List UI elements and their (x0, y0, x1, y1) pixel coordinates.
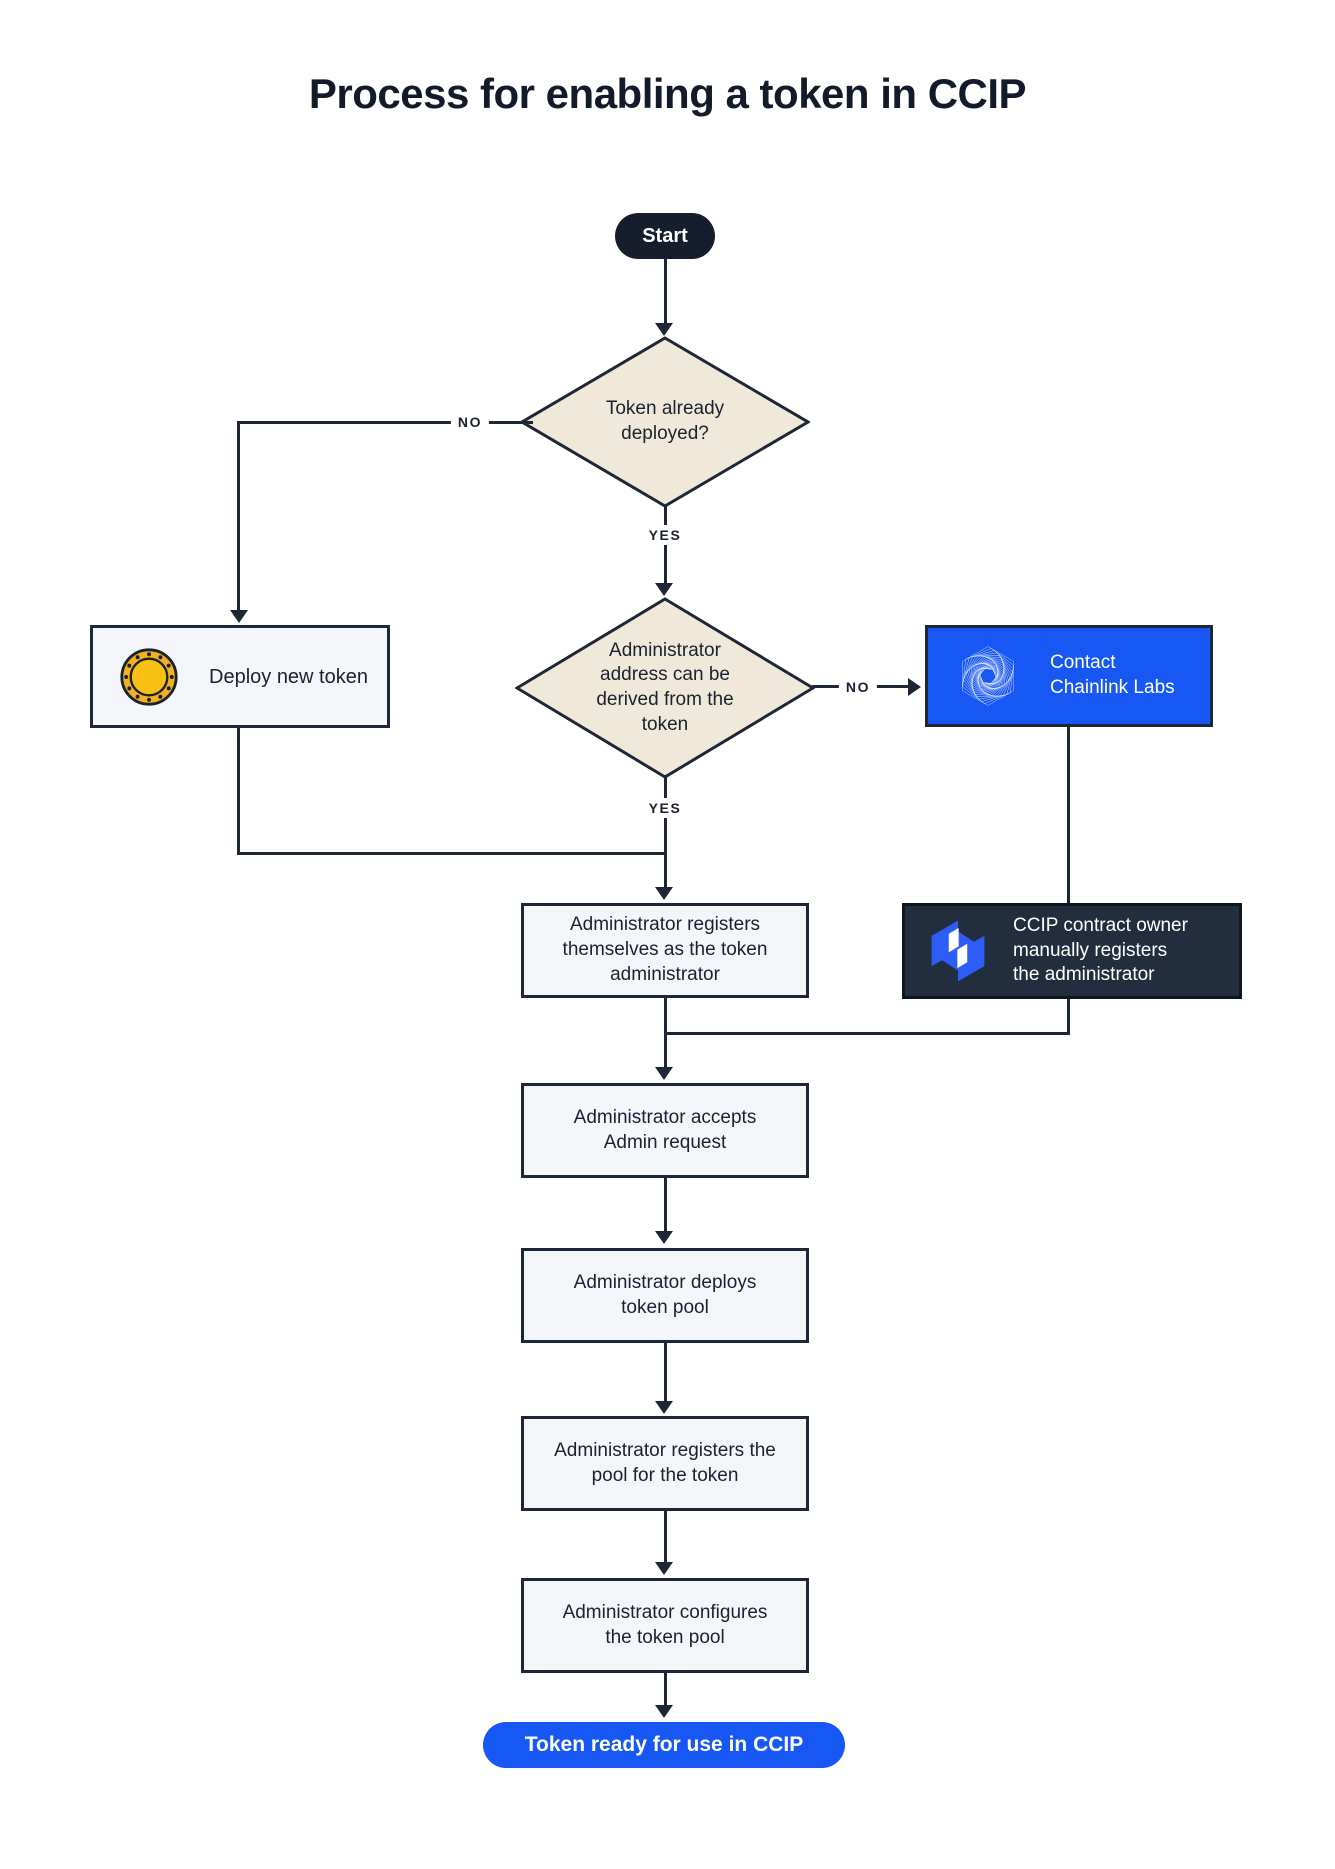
edge-deploy-down (237, 728, 240, 854)
admin-deploys-pool-label: Administrator deploys token pool (573, 1271, 757, 1318)
decision-token-deployed: Token already deployed? (520, 336, 810, 508)
admin-registers-pool-label: Administrator registers the pool for the… (554, 1439, 776, 1486)
deploy-new-token-label: Deploy new token (209, 665, 368, 688)
end-node: Token ready for use in CCIP (483, 1722, 845, 1768)
edge-decision1-yes (663, 506, 667, 584)
edge-deploy-join-main (237, 851, 666, 855)
edge-start-to-decision1 (663, 259, 667, 325)
ccip-logo (931, 920, 985, 982)
chainlink-labs-logo (962, 646, 1014, 706)
edge-decision2-yes (663, 775, 667, 888)
decision-token-deployed-label: Token already deployed? (605, 398, 725, 444)
arrowhead-decision2 (655, 583, 673, 596)
admin-registers-node: Administrator registers themselves as th… (521, 903, 809, 998)
page-title: Process for enabling a token in CCIP (308, 70, 1027, 117)
admin-deploys-pool-node: Administrator deploys token pool (521, 1248, 809, 1343)
arrowhead-contact-box (908, 677, 921, 696)
ccip-owner-registers-node: CCIP contract owner manually registers t… (902, 903, 1242, 999)
decision2-yes-label: YES (641, 798, 689, 818)
contact-chainlink-labs-label: Contact Chainlink Labs (1050, 652, 1175, 698)
arrowhead-registers-pool (655, 1401, 673, 1414)
token-coin-icon (120, 647, 178, 706)
arrowhead-admin-accepts (655, 1067, 673, 1080)
admin-accepts-label: Administrator accepts Admin request (573, 1106, 757, 1153)
edge-accepts-to-deploys (663, 1178, 667, 1232)
arrowhead-deploy-box (229, 610, 248, 623)
arrowhead-configures-pool (655, 1562, 673, 1575)
edge-deploys-to-registers-pool (663, 1343, 667, 1403)
admin-registers-label: Administrator registers themselves as th… (562, 914, 768, 985)
edge-no-to-deploy (237, 420, 240, 611)
arrowhead-end (655, 1705, 673, 1718)
arrowhead-decision1 (655, 323, 673, 336)
edge-ccip-owner-join-main (663, 1032, 1070, 1035)
edge-configures-to-end (663, 1673, 667, 1706)
arrowhead-admin-registers (655, 887, 673, 900)
edge-registers-pool-to-configures (663, 1511, 667, 1563)
decision1-no-label: NO (450, 412, 490, 432)
arrowhead-admin-deploys (655, 1231, 673, 1244)
admin-configures-pool-node: Administrator configures the token pool (521, 1578, 809, 1673)
admin-accepts-node: Administrator accepts Admin request (521, 1083, 809, 1178)
start-node: Start (615, 213, 715, 259)
start-label: Start (642, 224, 688, 247)
edge-contact-to-ccip-owner (1066, 727, 1070, 903)
decision-admin-derivable-label: Administrator address can be derived fro… (596, 639, 734, 735)
decision1-yes-label: YES (641, 525, 689, 545)
deploy-new-token-node: Deploy new token (90, 625, 390, 728)
edge-ccip-owner-down (1066, 999, 1070, 1035)
contact-chainlink-labs-node: Contact Chainlink Labs (925, 625, 1213, 727)
edge-decision1-no (240, 420, 533, 424)
admin-configures-pool-label: Administrator configures the token pool (562, 1601, 768, 1648)
ccip-owner-registers-label: CCIP contract owner manually registers t… (1013, 914, 1188, 986)
admin-registers-pool-node: Administrator registers the pool for the… (521, 1416, 809, 1511)
end-label: Token ready for use in CCIP (524, 1733, 804, 1756)
edge-registers-to-accepts (663, 998, 667, 1068)
decision2-no-label: NO (838, 676, 878, 697)
decision-admin-derivable: Administrator address can be derived fro… (515, 597, 815, 779)
